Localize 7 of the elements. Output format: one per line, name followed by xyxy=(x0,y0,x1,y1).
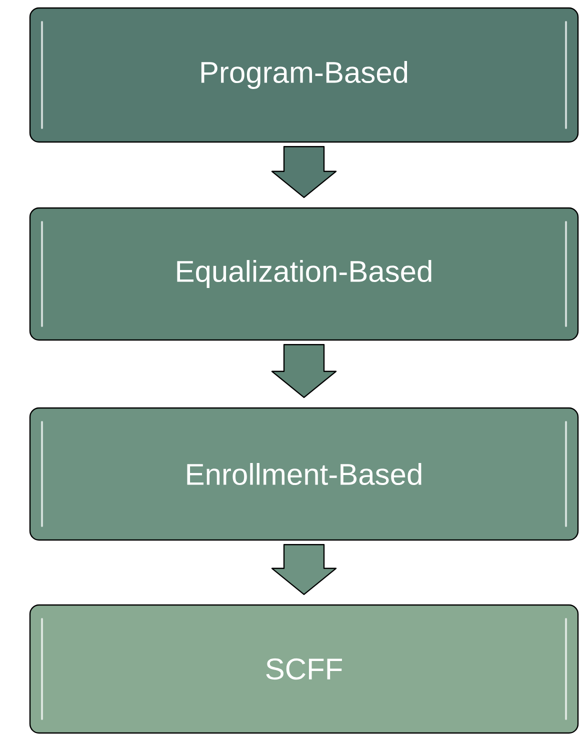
process-box: Program-Based xyxy=(29,7,579,143)
process-box: Equalization-Based xyxy=(29,207,579,341)
block-arrow xyxy=(271,544,337,595)
block-arrow xyxy=(271,146,337,198)
process-box: SCFF xyxy=(29,604,579,734)
block-arrow xyxy=(271,344,337,398)
process-box: Enrollment-Based xyxy=(29,407,579,541)
